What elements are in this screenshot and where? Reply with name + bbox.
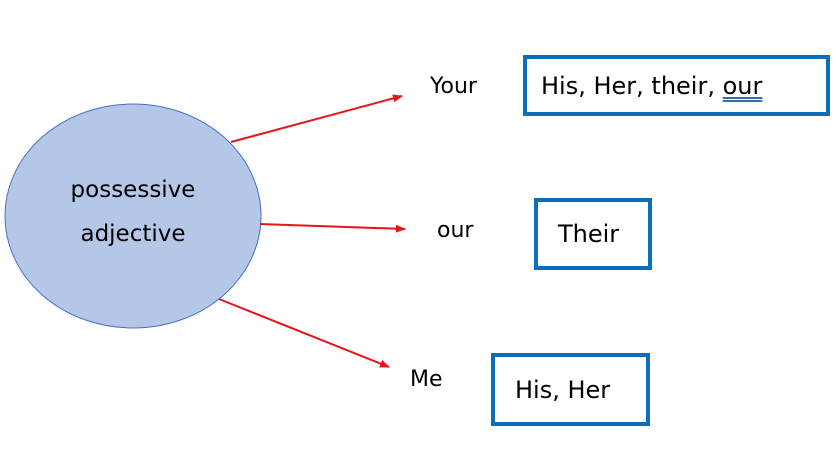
arrow-to-me bbox=[218, 298, 390, 368]
arrow-to-our bbox=[259, 223, 406, 233]
answer-box-our: Their bbox=[534, 198, 652, 270]
answer-underlined-our: our bbox=[722, 71, 763, 100]
branch-word-your: Your bbox=[430, 74, 477, 99]
center-label-line1: possessive bbox=[70, 177, 196, 203]
answer-text-your: His, Her, their, our bbox=[541, 72, 762, 100]
answer-text-our: Their bbox=[558, 220, 620, 248]
branch-word-me: Me bbox=[410, 367, 443, 392]
branch-word-our: our bbox=[437, 218, 474, 243]
center-label: possessive adjective bbox=[5, 168, 261, 256]
answer-prefix-your: His, Her, their, bbox=[541, 71, 723, 100]
arrow-to-your bbox=[230, 94, 403, 143]
answer-text-me: His, Her bbox=[515, 375, 611, 404]
center-label-line2: adjective bbox=[80, 221, 186, 247]
answer-box-me: His, Her bbox=[491, 353, 650, 426]
answer-box-your: His, Her, their, our bbox=[523, 55, 830, 116]
concept-ellipse bbox=[4, 103, 262, 329]
